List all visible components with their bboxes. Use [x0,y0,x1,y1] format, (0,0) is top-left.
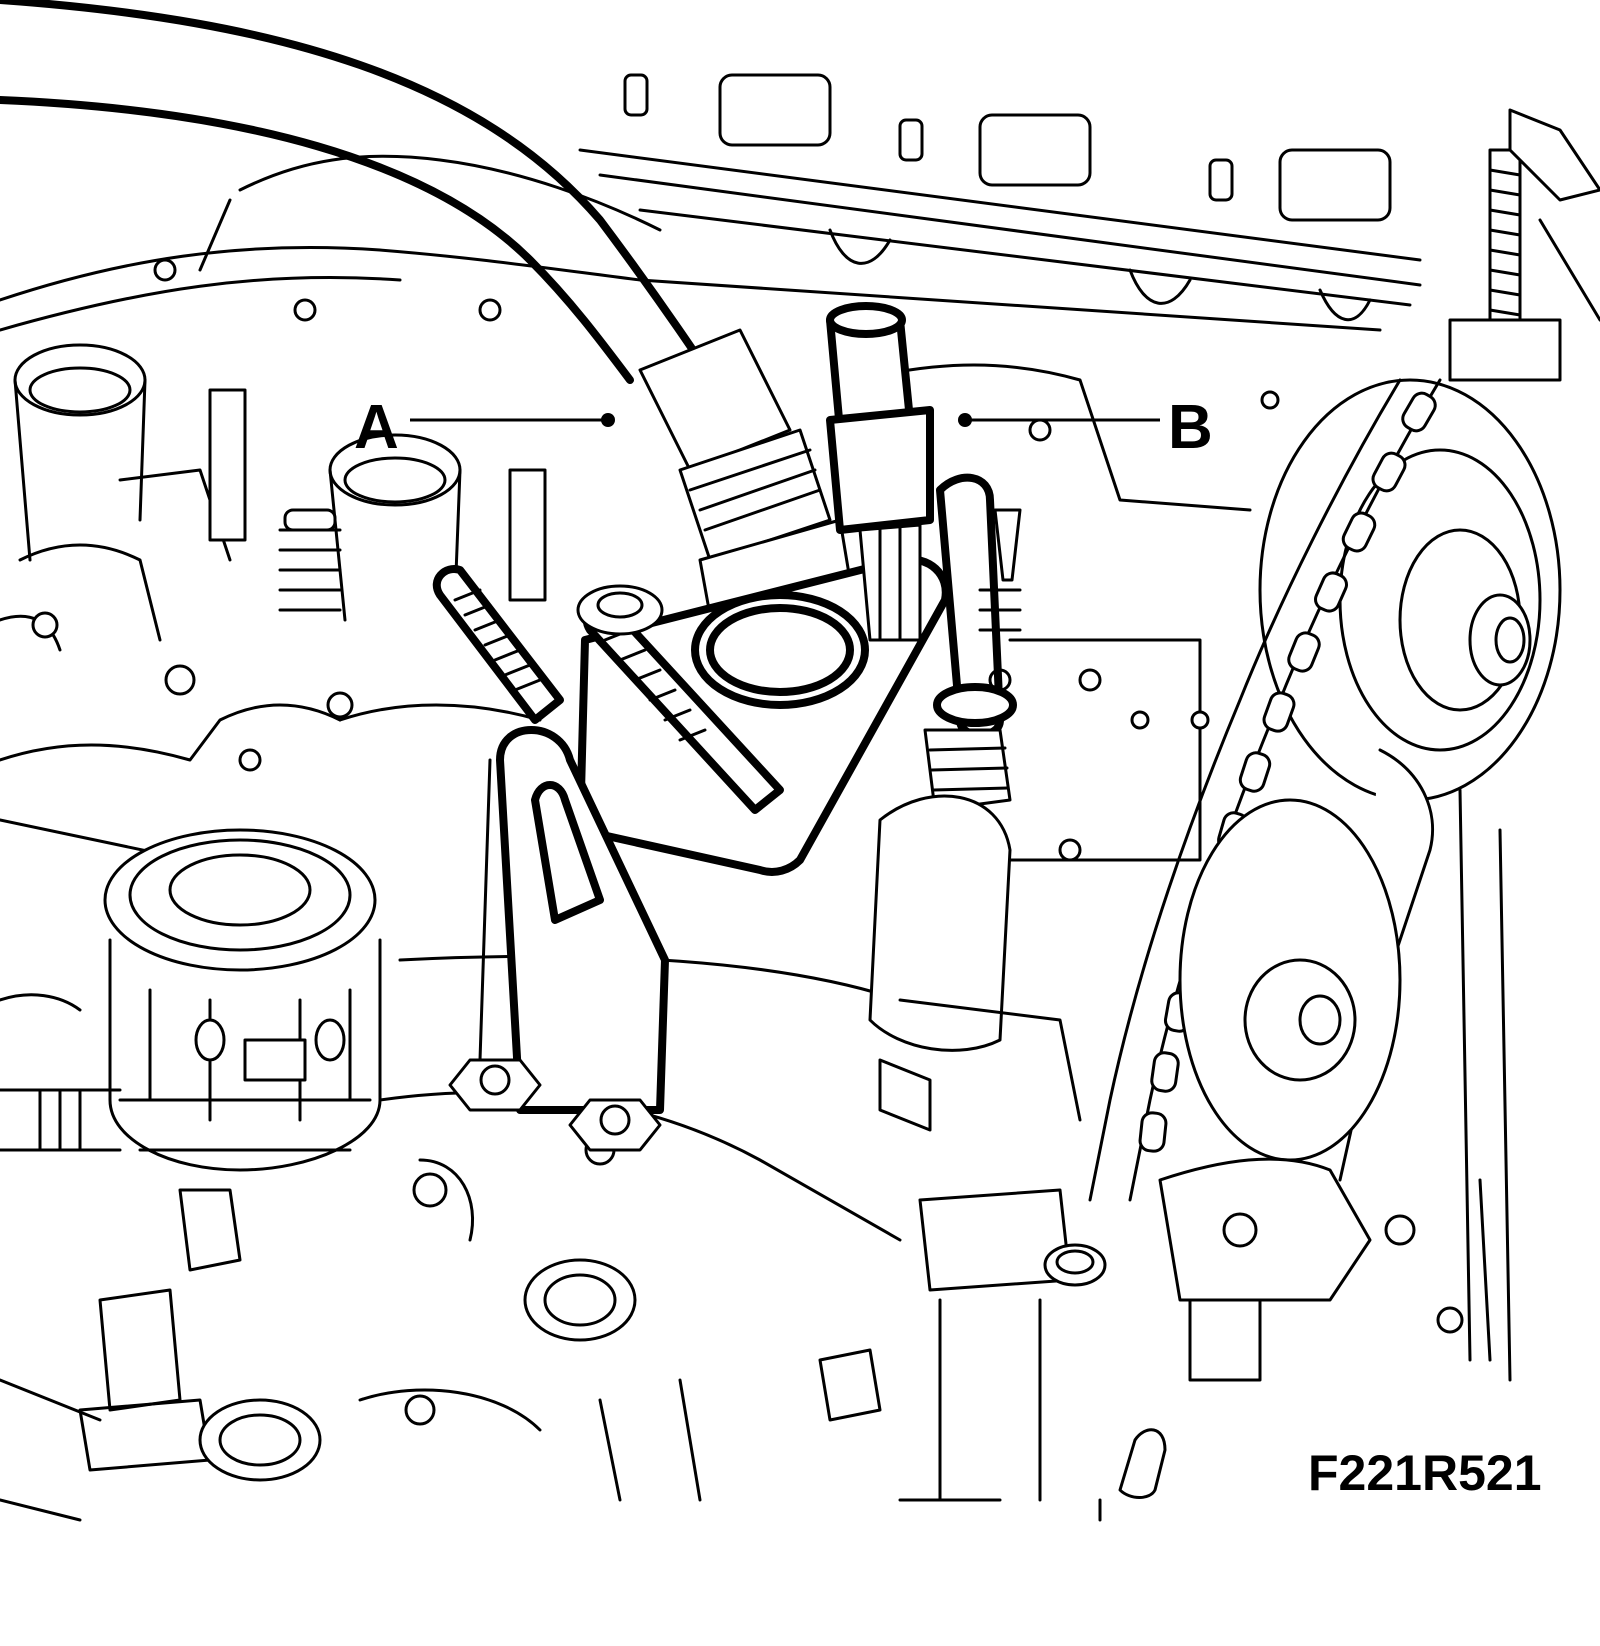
callout-a-dot [601,413,615,427]
timing-chain-assembly [1088,108,1600,1382]
callout-leaders [410,413,1160,427]
special-tool-bracket [432,555,950,876]
locking-pin-tool [826,302,1017,812]
thermostat-housing [0,828,637,1482]
lifting-bracket [448,726,669,1152]
callout-b-dot [958,413,972,427]
figure-code: F221R521 [1308,1445,1542,1501]
callout-label-b: B [1168,393,1213,462]
callout-label-a: A [354,393,399,462]
lower-right-components [818,794,1262,1502]
